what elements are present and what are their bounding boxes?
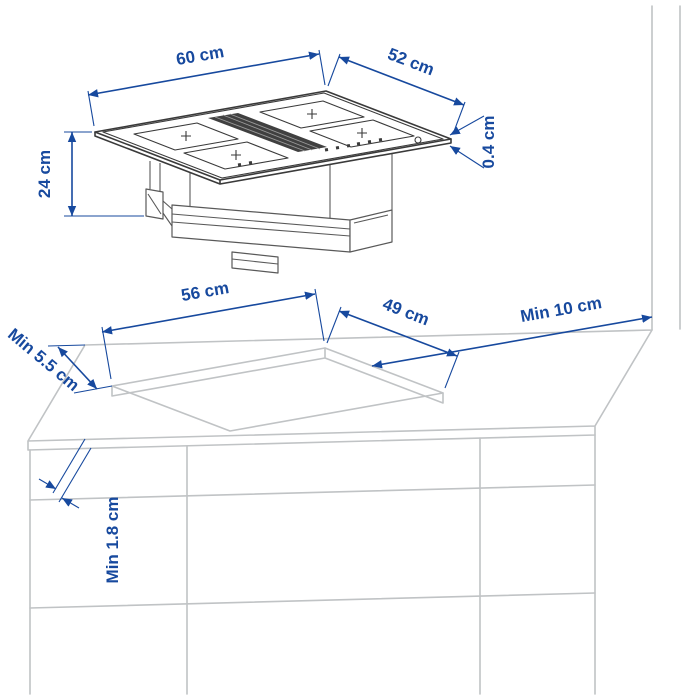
worktop-illustration [27,329,653,451]
dim-hob-depth-label: 52 cm [385,44,437,79]
dim-thickness-leader-bottom [449,145,485,169]
vent-grille-lines [214,113,321,152]
cabinet-vertical-edges [29,434,596,695]
dim-thickness-leader-top [449,115,485,136]
dim-hob-width-label: 60 cm [175,42,226,69]
hob-slab-side [94,131,452,185]
dim-cutout-width-arrow [101,291,316,335]
dim-hob-width-arrow [87,51,320,98]
dim-worktop-thickness: Min 1.8 cm [38,438,122,584]
hob-top-surface [94,90,452,185]
dim-hob-height-label: 24 cm [35,150,54,198]
dim-wall-clearance-arrow [371,314,653,369]
dim-hob-height: 24 cm [35,131,144,217]
dim-back-clearance-label: Min 5.5 cm [4,325,83,395]
hob-inner-frame [102,92,444,179]
dim-wall-clearance-label: Min 10 cm [519,293,603,326]
dim-back-clearance-extensions [47,344,113,394]
extractor-housing-side [349,209,393,253]
dim-cutout-width-extensions [101,288,325,380]
housing-connector-lines [149,154,393,220]
power-indicator-dot [414,136,422,144]
dim-hob-depth-arrow [338,56,465,106]
wall-lines [651,5,681,331]
zone-center-cross-marks [181,109,367,160]
dim-worktop-thickness-arrow-top [38,478,57,490]
dim-cutout-depth-label: 49 cm [380,294,432,329]
bracket-detail-lines [147,193,173,227]
dim-cutout-depth-extensions [326,306,460,389]
cabinet-drawer-seams [29,484,596,609]
worktop-cutout-inner-walls [111,347,444,404]
dim-back-clearance: Min 5.5 cm [4,325,113,395]
dim-hob-top-thickness-label: 0.4 cm [479,116,498,169]
cabinet-illustration [29,434,596,695]
control-panel-marks [237,138,383,167]
worktop-cutout-outline [111,347,444,432]
wall-edge-lines [651,5,681,331]
cooking-zone-outlines [133,100,415,170]
cooking-zones [133,100,415,170]
dim-hob-top-thickness: 0.4 cm [449,115,498,169]
dim-cutout-width-label: 56 cm [180,278,231,305]
dim-back-clearance-arrow [57,346,98,390]
housing-seam-lines [171,213,389,237]
dim-worktop-thickness-label: Min 1.8 cm [103,497,122,584]
hob-under-structure [145,154,393,274]
filter-latch-box [231,251,279,274]
filter-latch-line [231,258,279,265]
dim-worktop-thickness-extensions [52,438,92,503]
dim-worktop-thickness-arrow-bottom [61,497,80,509]
dim-hob-height-extensions [64,131,144,217]
hob-illustration [94,90,452,274]
